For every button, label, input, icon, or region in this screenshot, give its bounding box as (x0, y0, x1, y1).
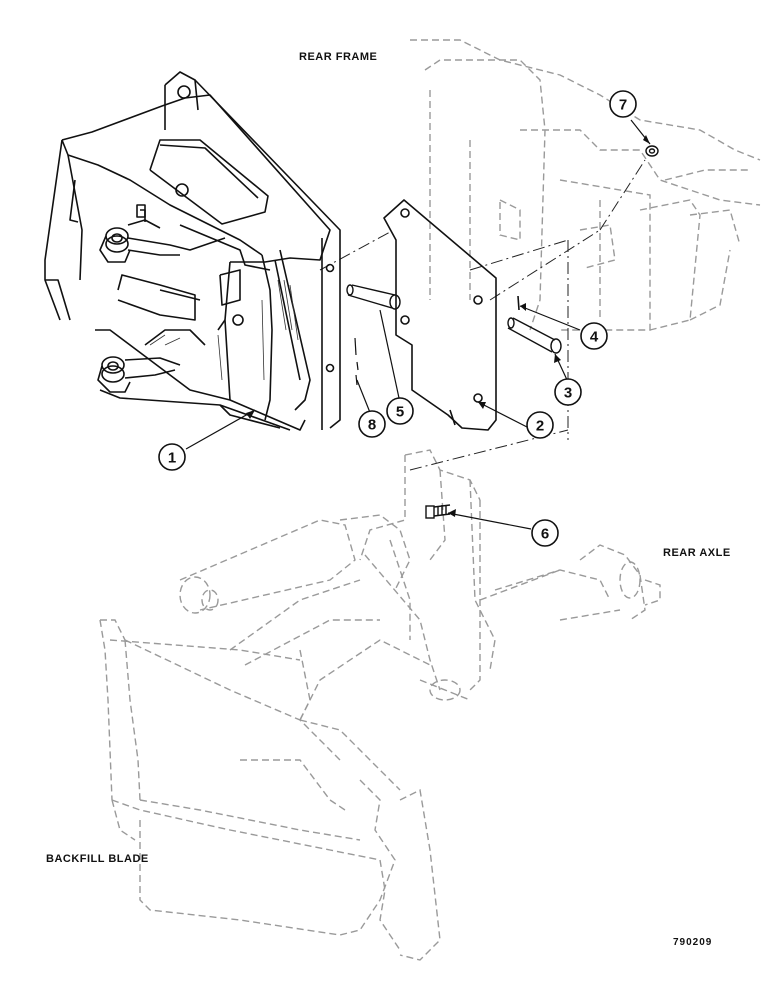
callout-7: 7 (619, 97, 627, 114)
callout-1: 1 (168, 450, 176, 467)
label-rear-axle: REAR AXLE (663, 547, 731, 559)
nut-7 (645, 145, 659, 157)
bolt-6 (425, 504, 451, 519)
roll-pin-4 (517, 295, 520, 311)
callout-2: 2 (536, 418, 544, 435)
main-bracket (44, 71, 341, 431)
drawing-number: 790209 (673, 937, 713, 948)
callout-6: 6 (541, 526, 549, 543)
callout-8-circle (358, 410, 386, 438)
bracket-shading (149, 279, 299, 381)
roll-pin-8 (354, 337, 359, 386)
leader-arrowheads (246, 135, 650, 517)
callout-4: 4 (590, 329, 599, 346)
leader-lines (185, 119, 651, 530)
callout-8: 8 (368, 417, 376, 434)
callout-numbers: 1 2 3 4 5 6 7 8 (168, 97, 627, 543)
callout-balloons (158, 90, 637, 547)
callout-2-circle (526, 411, 554, 439)
callout-1-circle (158, 443, 186, 471)
callout-6-circle (531, 519, 559, 547)
callout-4-circle (580, 322, 608, 350)
rear-axle-phantom (179, 449, 661, 721)
pin-3 (507, 317, 562, 354)
callout-3-circle (554, 378, 582, 406)
backfill-blade-phantom (99, 619, 441, 961)
rear-frame-phantom (410, 39, 761, 331)
label-backfill-blade: BACKFILL BLADE (46, 853, 149, 865)
callout-7-circle (609, 90, 637, 118)
callout-5: 5 (396, 404, 404, 421)
adapter-plate (383, 199, 497, 431)
label-rear-frame: REAR FRAME (299, 51, 378, 63)
callout-5-circle (386, 397, 414, 425)
pin-5 (346, 284, 401, 310)
callout-3: 3 (564, 385, 572, 402)
